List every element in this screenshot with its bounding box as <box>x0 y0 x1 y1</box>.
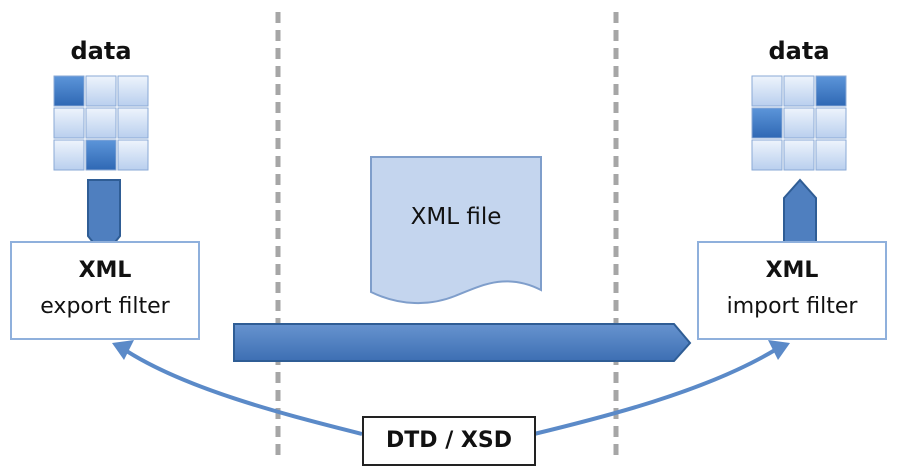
import-filter-title: XML <box>765 258 819 283</box>
import-filter-subtitle: import filter <box>726 294 858 319</box>
export-filter-title: XML <box>78 258 132 283</box>
schema-box: DTD / XSD <box>362 416 536 466</box>
data-grid-icon <box>751 75 847 171</box>
schema-label: DTD / XSD <box>386 428 512 453</box>
connector-arrowhead-right <box>768 340 790 360</box>
schema-connectors <box>123 348 777 436</box>
export-filter-subtitle: export filter <box>40 294 170 319</box>
import-filter-box: XML import filter <box>697 241 887 340</box>
connector-arrowhead-left <box>112 340 134 360</box>
left-data-label: data <box>70 37 132 65</box>
export-filter-box: XML export filter <box>10 241 200 340</box>
data-grid-icon <box>53 75 149 171</box>
document-icon <box>370 156 542 304</box>
xml-file-label: XML file <box>410 204 502 230</box>
right-data-label: data <box>768 37 830 65</box>
flow-arrow-bar <box>233 323 692 362</box>
